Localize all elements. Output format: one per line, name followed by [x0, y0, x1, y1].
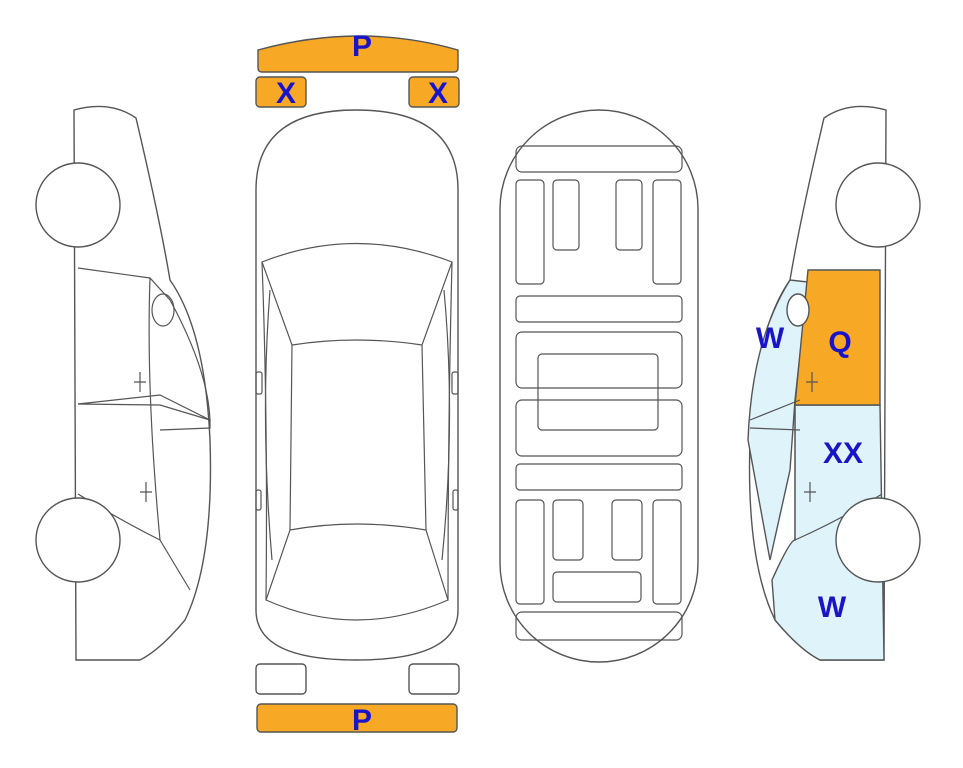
front-bumper	[257, 35, 459, 73]
label-right-rear-fender: W	[818, 591, 847, 624]
label-right-rear-door: XX	[823, 437, 863, 470]
rear-bumper	[256, 703, 458, 733]
car-right-side-view	[747, 105, 921, 661]
label-front-bumper: P	[352, 30, 372, 63]
taillight-left	[255, 663, 307, 695]
car-left-side-view	[35, 105, 212, 661]
headlight-left	[255, 76, 307, 108]
taillight-right	[408, 663, 460, 695]
label-rear-bumper: P	[352, 704, 372, 737]
label-right-front-door: Q	[828, 326, 851, 359]
car-underbody-view	[499, 109, 699, 663]
label-right-windshield: W	[756, 322, 785, 355]
right-rear-panel	[771, 404, 885, 661]
right-front-door	[794, 269, 881, 406]
right-windshield-glass	[747, 279, 809, 561]
label-headlight-right: X	[428, 77, 448, 110]
label-headlight-left: X	[276, 77, 296, 110]
car-top-view	[255, 109, 459, 661]
headlight-right	[408, 76, 460, 108]
